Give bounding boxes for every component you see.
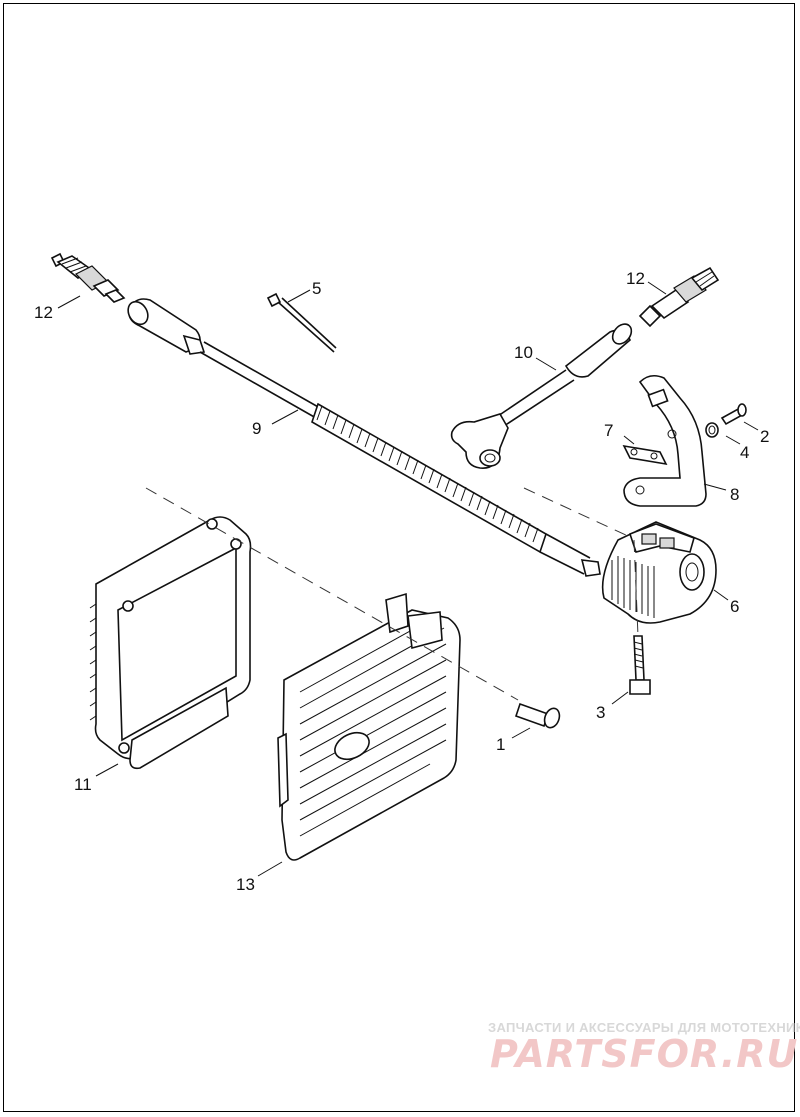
coil-bolt: [629, 635, 651, 695]
spark-plug-right: [638, 266, 720, 328]
callout-8: 8: [730, 485, 739, 504]
electronic-control-module: [89, 516, 252, 770]
callout-3: 3: [596, 703, 605, 722]
callout-1: 1: [496, 735, 505, 754]
watermark-caption: ЗАПЧАСТИ И АКСЕССУАРЫ ДЛЯ МОТОТЕХНИКИ: [488, 1020, 800, 1035]
callout-11: 11: [74, 775, 92, 794]
leader-lines: [57, 281, 759, 877]
screw-and-washer: [705, 403, 747, 438]
watermark-logo: PARTSFOR.RU: [490, 1032, 799, 1076]
mounting-pin: [514, 702, 561, 729]
coil-bracket: [623, 374, 707, 507]
spark-plug-left: [50, 252, 126, 303]
callout-5: 5: [312, 279, 321, 298]
diagram-frame: [3, 3, 795, 1112]
callout-labels: 5 12 9 12 10 2 4 7 8 6 3 1 11 13: [34, 269, 769, 894]
ecm-cover: [277, 592, 461, 861]
callout-12-left: 12: [34, 303, 53, 322]
ignition-coil: [601, 521, 717, 624]
cable-strap: [266, 292, 337, 353]
callout-2: 2: [760, 427, 769, 446]
spark-plug-cable-short: [450, 323, 633, 469]
nut-plate: [622, 444, 668, 466]
callout-12-right: 12: [626, 269, 645, 288]
callout-13: 13: [236, 875, 255, 894]
callout-6: 6: [730, 597, 739, 616]
callout-7: 7: [604, 421, 613, 440]
callout-4: 4: [740, 443, 749, 462]
callout-10: 10: [514, 343, 533, 362]
alignment-lines: [145, 487, 639, 701]
spark-plug-cable-long: [127, 298, 601, 577]
callout-9: 9: [252, 419, 261, 438]
